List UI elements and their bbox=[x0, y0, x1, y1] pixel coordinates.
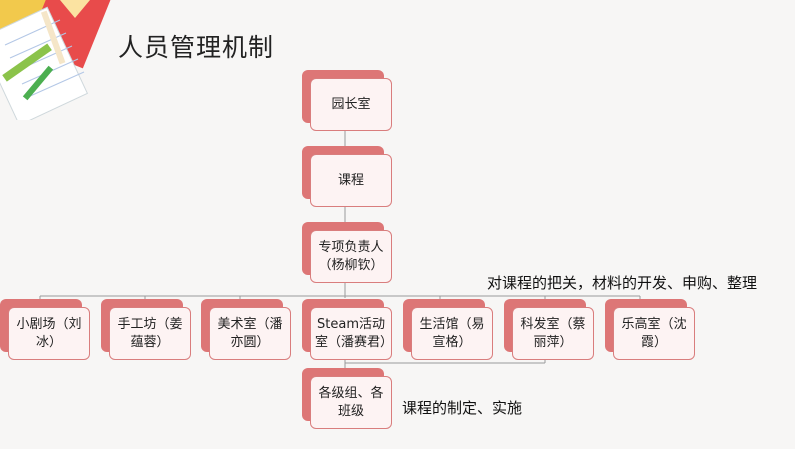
node-groups-label: 各级组、各班级 bbox=[310, 376, 392, 429]
node-room-label: 手工坊（姜蕴蓉） bbox=[109, 307, 191, 360]
node-lead: 专项负责人（杨柳钦） bbox=[302, 222, 392, 283]
node-room-label: 美术室（潘亦圆） bbox=[209, 307, 291, 360]
node-room: 美术室（潘亦圆） bbox=[201, 299, 291, 360]
node-room: 生活馆（易宣格） bbox=[403, 299, 493, 360]
note-group-duty: 课程的制定、实施 bbox=[402, 399, 523, 417]
node-lead-label: 专项负责人（杨柳钦） bbox=[310, 230, 392, 283]
node-room-label: 生活馆（易宣格） bbox=[411, 307, 493, 360]
stationery-decoration-icon bbox=[0, 0, 113, 120]
page-title: 人员管理机制 bbox=[118, 33, 275, 62]
node-room-label: 乐高室（沈霞） bbox=[613, 307, 695, 360]
note-lead-duty: 对课程的把关，材料的开发、申购、整理 bbox=[487, 274, 758, 292]
node-room: 小剧场（刘冰） bbox=[0, 299, 90, 360]
node-room: Steam活动室（潘赛君） bbox=[302, 299, 393, 360]
node-room: 手工坊（姜蕴蓉） bbox=[101, 299, 191, 360]
node-room: 科发室（蔡丽萍） bbox=[504, 299, 594, 360]
node-curriculum: 课程 bbox=[302, 146, 392, 207]
node-principal: 园长室 bbox=[302, 70, 392, 131]
node-groups: 各级组、各班级 bbox=[302, 368, 392, 429]
node-room-label: Steam活动室（潘赛君） bbox=[310, 307, 393, 360]
node-room: 乐高室（沈霞） bbox=[605, 299, 695, 360]
node-room-label: 科发室（蔡丽萍） bbox=[512, 307, 594, 360]
node-principal-label: 园长室 bbox=[310, 78, 392, 131]
node-curriculum-label: 课程 bbox=[310, 154, 392, 207]
node-room-label: 小剧场（刘冰） bbox=[8, 307, 90, 360]
